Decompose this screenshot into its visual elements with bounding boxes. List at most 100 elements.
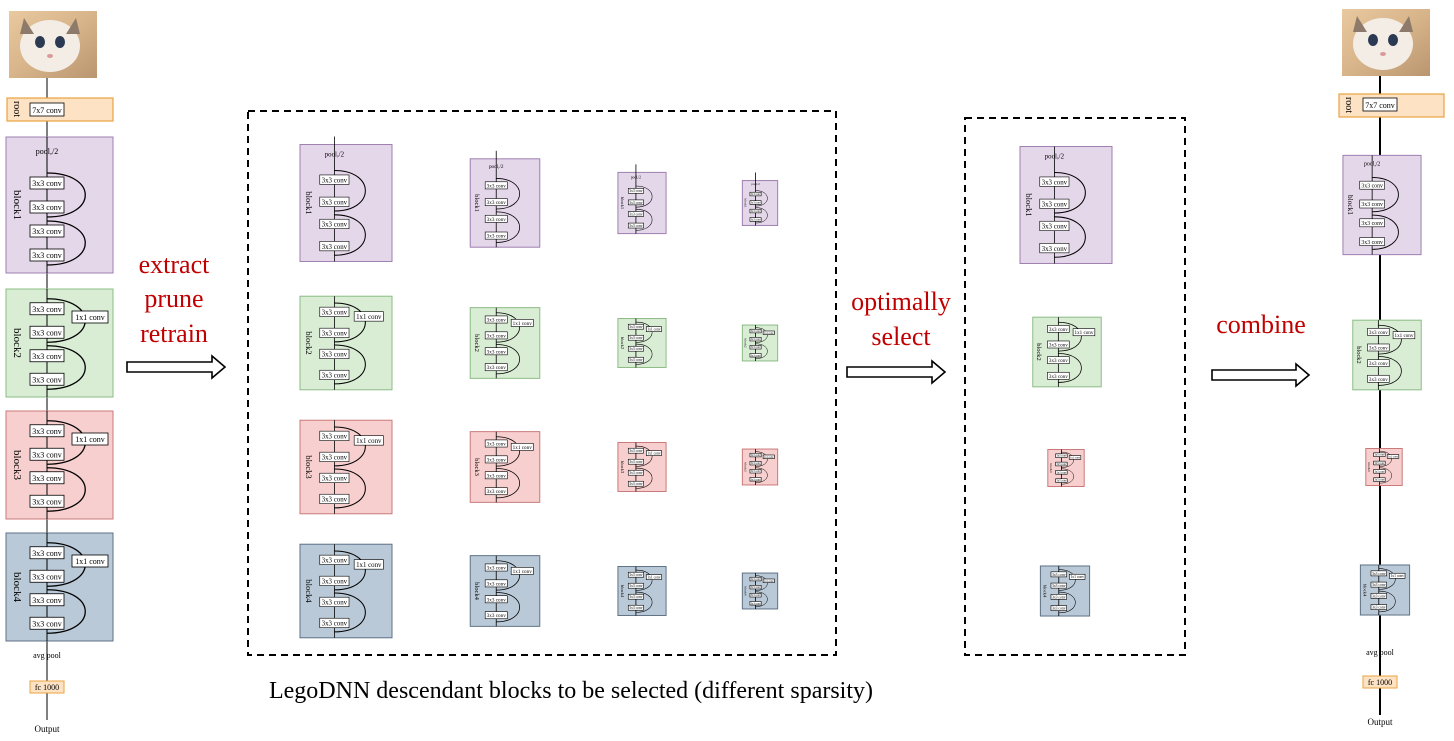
conv1x1-label: 1x1 conv [647, 451, 660, 455]
step-optimally-label: optimally [851, 287, 951, 316]
skip-arc [1058, 591, 1076, 614]
conv-box [1373, 477, 1386, 482]
conv-label: 3x3 conv [487, 473, 507, 479]
conv-box [627, 345, 644, 352]
skip-arc [46, 220, 86, 266]
selected-blocks-box [964, 117, 1186, 656]
block3-variant-label: block3 [304, 455, 314, 478]
block1-variant-label: block1 [620, 197, 625, 209]
conv-box [1367, 374, 1390, 383]
conv-label: 3x3 conv [32, 474, 62, 483]
skip-arc [1379, 450, 1392, 467]
conv-label: 3x3 conv [1056, 480, 1067, 483]
input-image-left [9, 11, 97, 78]
conv-label: 3x3 conv [1361, 221, 1383, 227]
conv1x1-label: 1x1 conv [1388, 456, 1399, 459]
conv-box [627, 458, 644, 465]
conv-label: 3x3 conv [322, 434, 348, 441]
conv-box [1047, 371, 1070, 380]
conv-box [484, 214, 508, 223]
block1-selected-label: block1 [1346, 195, 1355, 215]
conv-label: 3x3 conv [1372, 606, 1386, 610]
conv-box [319, 241, 350, 252]
conv1x1-box [645, 450, 662, 456]
conv-box [749, 593, 762, 598]
block2-variant-label: block2 [744, 339, 748, 348]
skip-arc [1378, 356, 1402, 386]
conv-label: 3x3 conv [1049, 374, 1068, 380]
conv-box [29, 494, 65, 508]
conv-label: 3x3 conv [487, 581, 507, 587]
conv-box [319, 196, 350, 207]
block1-variant-label: block1 [473, 194, 480, 212]
conv-label: 3x3 conv [629, 347, 642, 351]
skip-arc [334, 302, 366, 343]
conv-label: 3x3 conv [629, 201, 642, 205]
conv-box [627, 447, 644, 454]
conv1x1-label: 1x1 conv [647, 327, 660, 331]
block2-variant-label: block2 [304, 331, 314, 354]
conv-label: 3x3 conv [1361, 183, 1383, 189]
conv-box [29, 569, 65, 583]
conv-box [627, 323, 644, 330]
pool-label: pool,/2 [631, 176, 641, 181]
conv-label: 3x3 conv [322, 373, 348, 380]
skip-arc [635, 445, 653, 467]
conv-box [627, 356, 644, 363]
conv-box [1370, 593, 1387, 599]
root-conv-box [29, 102, 65, 117]
skip-arc [496, 178, 521, 210]
conv-label: 3x3 conv [32, 619, 62, 628]
conv-label: 3x3 conv [1042, 179, 1068, 186]
skip-arc [1378, 324, 1402, 355]
pool-label: pool,/2 [1045, 154, 1065, 161]
conv-box [319, 596, 350, 607]
conv-box [627, 480, 644, 487]
conv1x1-label: 1x1 conv [513, 569, 533, 575]
conv-box [319, 369, 350, 381]
root-conv-label: 7x7 conv [1365, 101, 1395, 110]
conv-label: 3x3 conv [1042, 224, 1068, 231]
conv-label: 3x3 conv [751, 193, 761, 196]
skip-arc [755, 190, 768, 207]
conv-label: 3x3 conv [629, 325, 642, 329]
input-image-right [1342, 9, 1430, 76]
conv-label: 3x3 conv [487, 489, 507, 495]
conv1x1-label: 1x1 conv [764, 332, 774, 335]
block2-selected-label: block2 [1355, 346, 1362, 363]
conv-box [319, 430, 350, 441]
conv-box [319, 575, 350, 586]
conv-box [1055, 478, 1068, 483]
conv-label: 3x3 conv [1369, 377, 1388, 383]
skip-arc [496, 344, 521, 375]
pool-label: pool,/2 [36, 147, 58, 156]
conv-label: 3x3 conv [1042, 201, 1068, 208]
conv-label: 3x3 conv [1049, 342, 1068, 348]
arrow-select-icon [846, 359, 947, 385]
skip-arc [1378, 568, 1396, 590]
conv-label: 3x3 conv [751, 338, 761, 341]
block4-variant-label: block4 [304, 579, 314, 603]
pool-label: pool,/2 [325, 152, 345, 159]
conv-box [484, 231, 508, 240]
conv1x1-box [71, 432, 109, 446]
conv1x1-box [645, 574, 662, 580]
conv-label: 3x3 conv [322, 455, 348, 462]
skip-arc [755, 591, 768, 607]
skip-arc [334, 550, 366, 591]
skip-arc [46, 467, 86, 512]
skip-arc [635, 343, 653, 365]
conv-label: 3x3 conv [629, 189, 642, 193]
descendant-blocks-box [247, 110, 837, 656]
conv-label: 3x3 conv [629, 449, 642, 453]
conv1x1-label: 1x1 conv [75, 557, 105, 566]
conv-box [749, 208, 762, 214]
conv1x1-box [1386, 454, 1400, 459]
